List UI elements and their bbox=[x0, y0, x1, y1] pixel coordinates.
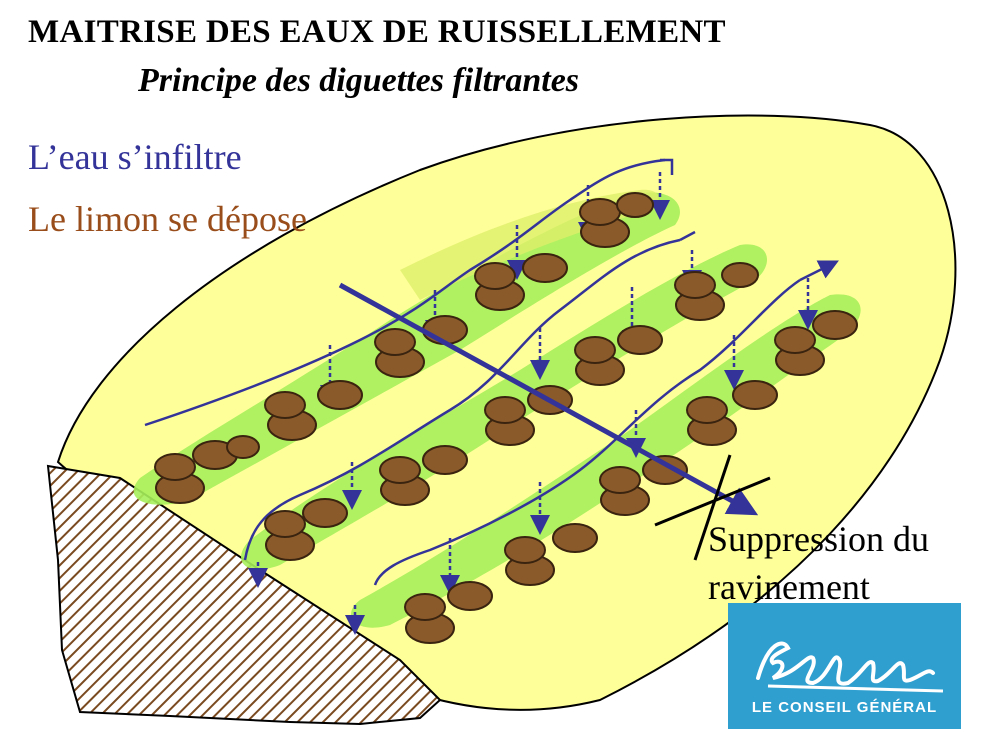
gully-suppression-label: Suppression du ravinement bbox=[708, 515, 929, 611]
logo-subtitle: LE CONSEIL GÉNÉRAL bbox=[751, 699, 938, 716]
page-subtitle: Principe des diguettes filtrantes bbox=[138, 62, 580, 99]
gully-blocked-cross bbox=[654, 454, 771, 561]
silt-deposits-label: Le limon se dépose bbox=[28, 199, 307, 239]
water-infiltrates-label: L’eau s’infiltre bbox=[28, 137, 242, 177]
gully-arrow bbox=[338, 282, 759, 516]
essonne-signature-icon bbox=[756, 641, 944, 693]
runoff-line-ends bbox=[660, 158, 839, 282]
stone-dike-row-3 bbox=[404, 310, 858, 644]
essonne-logo: LE CONSEIL GÉNÉRAL bbox=[728, 603, 961, 729]
gully-suppression-line-1: Suppression du bbox=[708, 519, 930, 559]
page-title: MAITRISE DES EAUX DE RUISSELLEMENT bbox=[28, 14, 726, 50]
gully-suppression-line-2: ravinement bbox=[708, 567, 870, 607]
stone-dike-row-1 bbox=[154, 192, 654, 504]
